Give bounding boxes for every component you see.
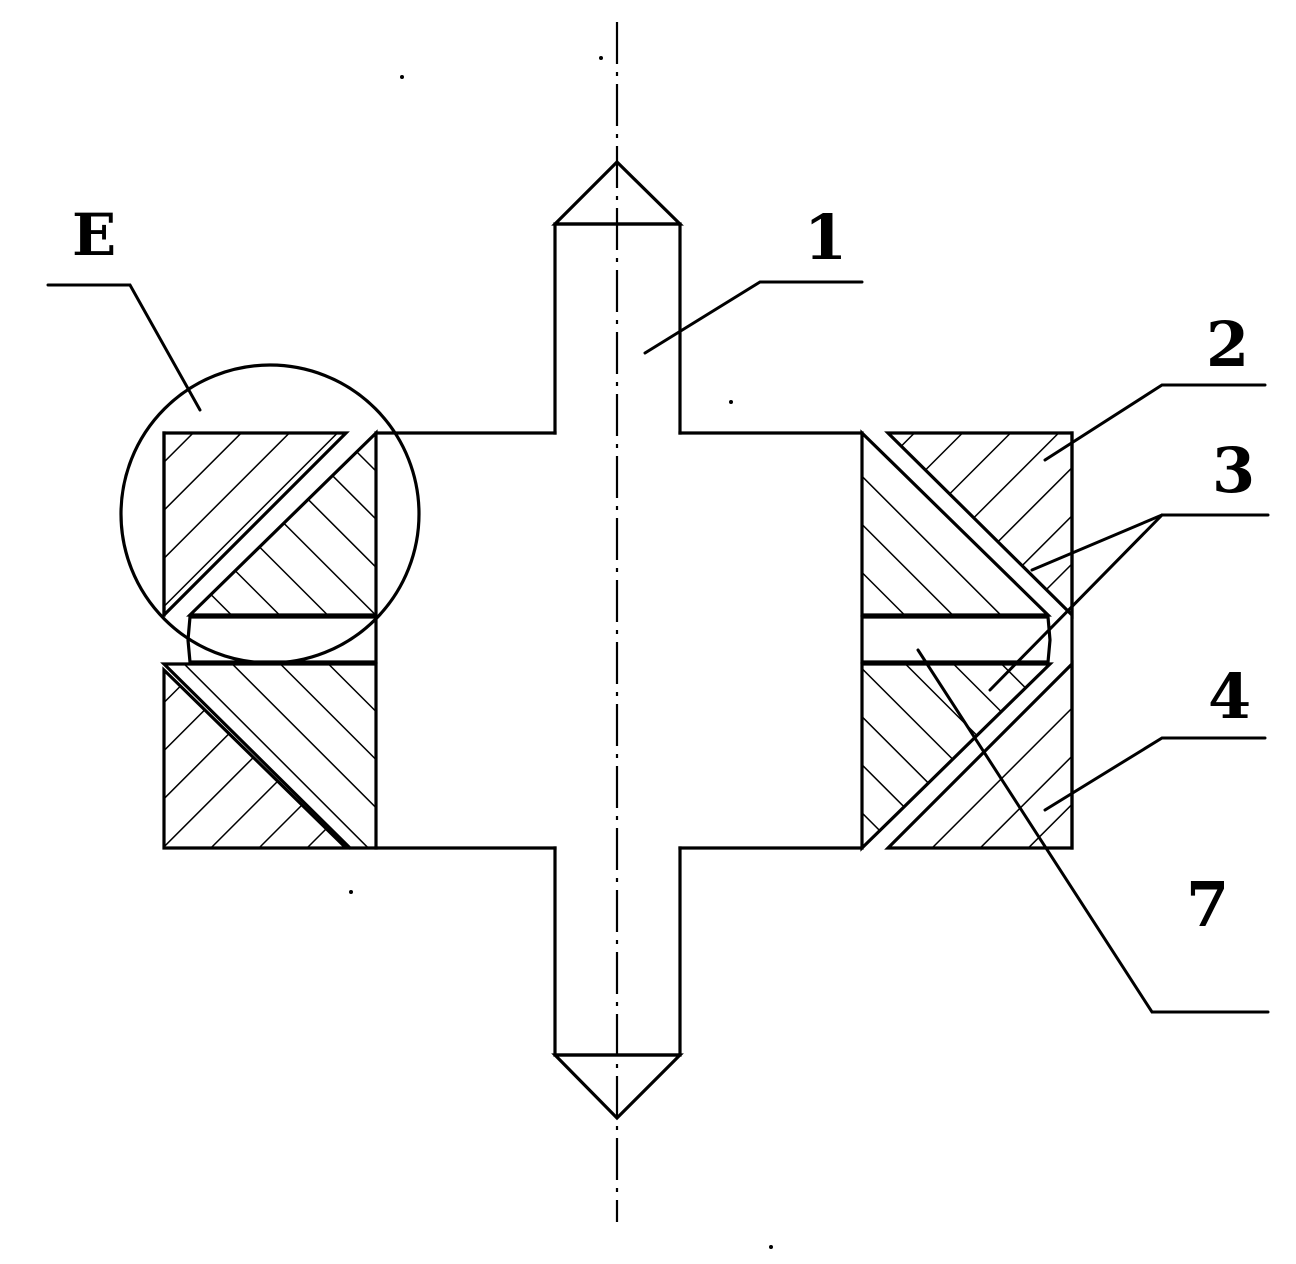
speck (349, 890, 353, 894)
left-lower-outer-section (162, 666, 350, 850)
label-part-4: 4 (1208, 660, 1251, 733)
leader-4 (1043, 736, 1267, 812)
label-part-7: 7 (1186, 868, 1229, 941)
leader-lines (46, 280, 1270, 1014)
right-upper-inner-section (860, 429, 1052, 617)
detail-circle-e (119, 363, 421, 665)
label-e: E (72, 201, 116, 269)
label-part-1: 1 (804, 201, 847, 274)
left-lower-inner-section (160, 662, 378, 850)
leader-2 (1043, 383, 1267, 462)
left-ring-assembly (160, 429, 378, 850)
label-part-2: 2 (1206, 308, 1249, 381)
leader-1 (643, 280, 864, 355)
speck (769, 1245, 773, 1249)
speck (400, 75, 404, 79)
leader-e (46, 283, 202, 412)
speck (729, 400, 733, 404)
right-groove (860, 615, 1052, 664)
left-upper-inner-section (186, 429, 378, 617)
right-lower-inner-section (860, 662, 1054, 852)
speck (599, 56, 603, 60)
shaft-part-1 (374, 159, 864, 1121)
label-part-3: 3 (1212, 434, 1255, 507)
leader-3-lower (988, 513, 1164, 692)
leader-7 (916, 648, 1270, 1014)
right-ring-assembly (860, 429, 1074, 852)
